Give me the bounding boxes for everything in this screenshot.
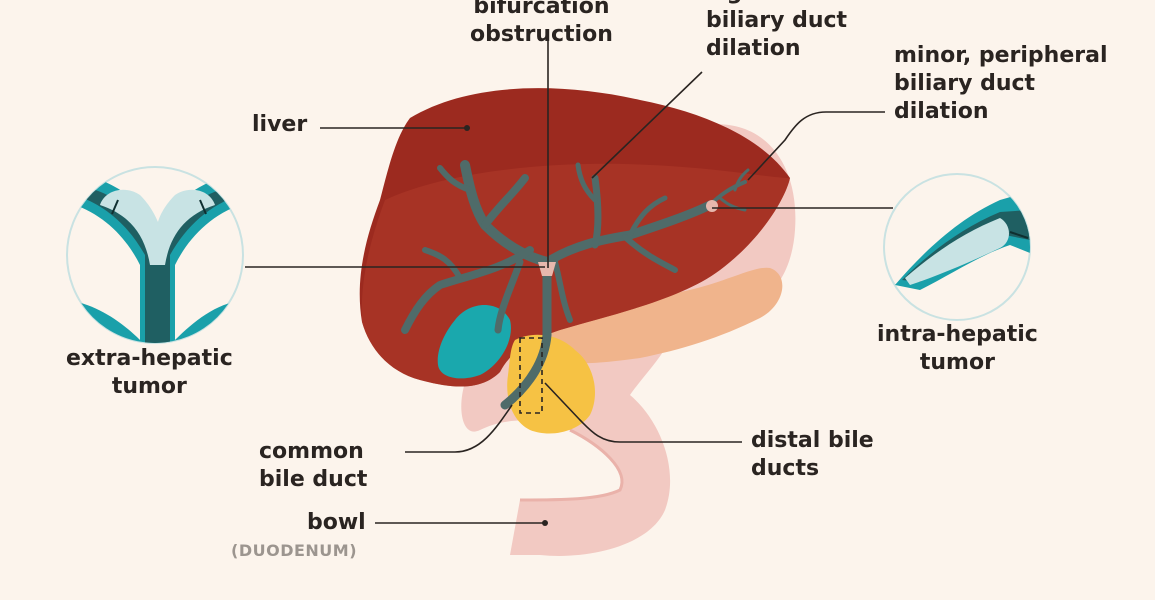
- distal-bile-ducts: [507, 334, 595, 434]
- bowl-label: bowl: [307, 510, 366, 535]
- label-line: intra-hepatic: [877, 322, 1038, 347]
- peripheral-dilation-mark: [706, 200, 718, 212]
- label-line: ducts: [751, 456, 820, 481]
- label-line: bifurcation: [473, 0, 610, 19]
- duodenum-label: (DUODENUM): [231, 541, 358, 560]
- label-line: dilation: [894, 99, 989, 124]
- label-line: obstruction: [470, 22, 613, 47]
- bifurcation-obstruction-label: bifurcation obstruction: [470, 0, 613, 49]
- common-bile-duct-label: common bile duct: [259, 438, 367, 494]
- label-line: tumor: [111, 374, 187, 399]
- extra-hepatic-tumor-label: extra-hepatic tumor: [66, 345, 233, 401]
- liver-label: liver: [252, 112, 308, 137]
- pancreas: [542, 267, 783, 364]
- gallbladder: [437, 305, 511, 379]
- label-line: tumor: [919, 350, 995, 375]
- label-line: biliary duct: [894, 71, 1036, 96]
- intra-hepatic-tumor-label: intra-hepatic tumor: [877, 321, 1038, 377]
- label-line: common: [259, 439, 364, 464]
- label-line: minor, peripheral: [894, 43, 1108, 68]
- bifurcation-obstruction-mark: [538, 262, 556, 276]
- extra-hepatic-inset: [66, 166, 244, 344]
- label-line: bile duct: [259, 467, 368, 492]
- label-line: biliary duct: [706, 8, 848, 33]
- label-line: distal bile: [751, 428, 874, 453]
- leader-lines: [245, 40, 893, 524]
- significant-dilation-label: significant biliary duct dilation: [706, 0, 847, 63]
- label-line: extra-hepatic: [66, 346, 233, 371]
- biliary-duct-tree: [401, 160, 750, 410]
- minor-dilation-label: minor, peripheral biliary duct dilation: [894, 42, 1108, 126]
- label-line: dilation: [706, 36, 801, 61]
- distal-bile-ducts-label: distal bile ducts: [751, 427, 874, 483]
- distal-ducts-box: [519, 337, 543, 414]
- leader-dots: [464, 125, 548, 526]
- intra-hepatic-inset: [883, 173, 1031, 321]
- label-line: significant: [706, 0, 847, 7]
